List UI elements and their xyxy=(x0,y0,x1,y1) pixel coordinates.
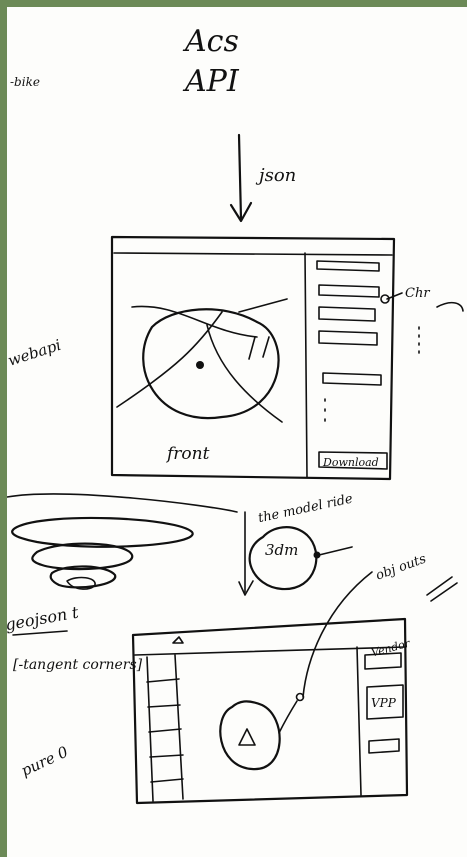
panel-field-4[interactable] xyxy=(323,373,381,385)
mockup-2-window: VPP xyxy=(133,619,407,803)
whiteboard-sketch: Acs API -bike json webapi front Chr xyxy=(7,7,467,857)
down-arrow-shaft xyxy=(239,135,241,219)
sketch-page: Acs API -bike json webapi front Chr xyxy=(7,7,467,857)
mockup-1-window: front Chr Download xyxy=(112,237,463,479)
panel-field-3[interactable] xyxy=(319,331,377,345)
note-bike: -bike xyxy=(10,75,40,89)
panel2-vpp-label: VPP xyxy=(371,696,397,710)
circle-label: 3dm xyxy=(265,541,298,559)
layer-stack-drawing xyxy=(7,494,237,589)
note-bottom: pure 0 xyxy=(18,742,71,779)
panel-field-2[interactable] xyxy=(319,307,375,321)
title-acs: Acs xyxy=(182,24,239,59)
map2-marker-icon[interactable] xyxy=(239,729,255,745)
note-webapi: webapi xyxy=(7,336,63,370)
note-chr: Chr xyxy=(405,286,430,301)
note-object: obj outs xyxy=(374,551,429,583)
title-api: API xyxy=(182,64,240,99)
panel-field-1[interactable] xyxy=(319,285,379,297)
logo-marker-icon xyxy=(173,637,183,643)
note-geojson: geojson t xyxy=(7,603,80,635)
panel-search-bar[interactable] xyxy=(317,261,379,271)
note-model: the model ride xyxy=(257,491,355,526)
download-button-label: Download xyxy=(322,456,379,469)
note-tangent-corners: [-tangent corners] xyxy=(13,657,143,673)
map-caption: front xyxy=(165,444,210,464)
label-json: json xyxy=(255,165,296,186)
panel2-field-2[interactable] xyxy=(369,739,399,753)
map-marker xyxy=(196,361,204,369)
